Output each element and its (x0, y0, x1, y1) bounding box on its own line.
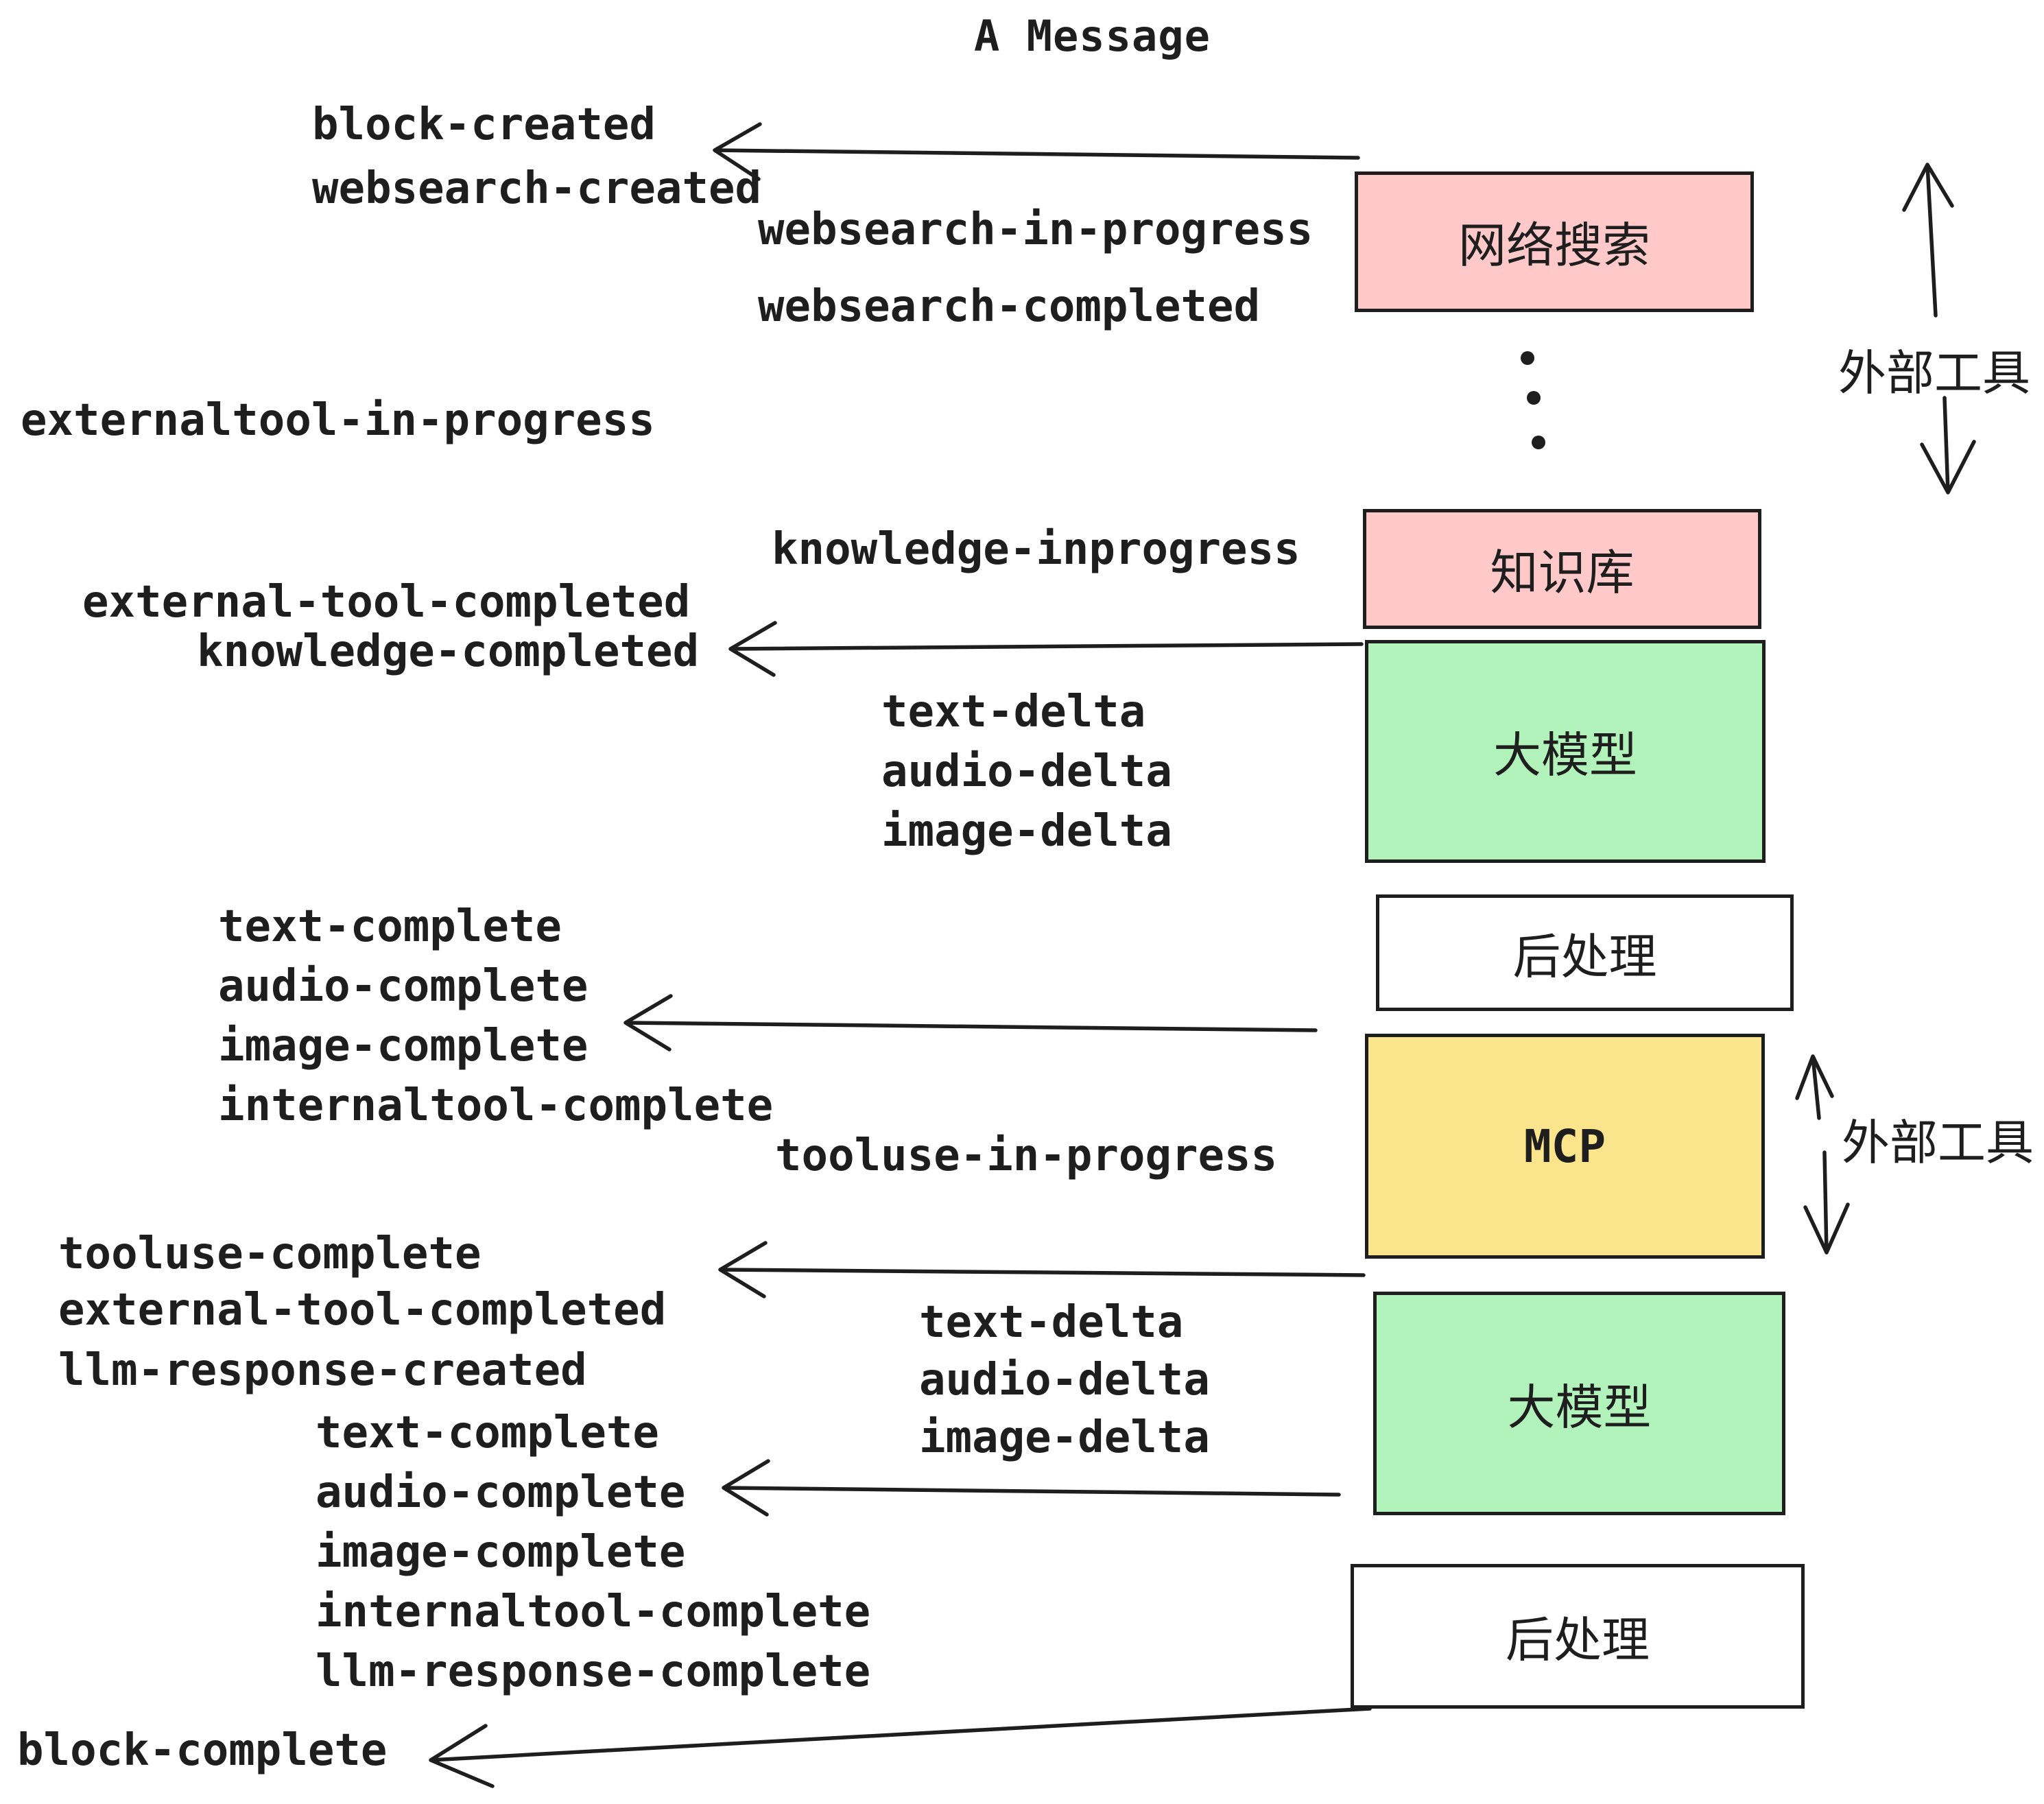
box-knowledge-label: 知识库 (1490, 545, 1635, 601)
box-post-1: 后处理 (1376, 894, 1794, 1011)
event-block-complete: block-complete (17, 1725, 388, 1776)
diagram-title: A Message (974, 11, 1211, 61)
box-llm-1-label: 大模型 (1493, 727, 1637, 783)
event-list-complete-1: text-complete audio-complete image-compl… (218, 897, 773, 1136)
event-text-complete-2: text-complete (316, 1408, 659, 1458)
box-post-2: 后处理 (1351, 1564, 1805, 1709)
event-internaltool-complete: internaltool-complete (218, 1080, 774, 1131)
arrow-to-knowledge-completed (728, 621, 1364, 677)
box-websearch-label: 网络搜索 (1458, 217, 1650, 274)
arrow-to-block-created (713, 122, 1360, 181)
external-tools-down-arrow-1 (1920, 396, 1976, 495)
side-label-external-tools-1: 外部工具 (1838, 345, 2030, 401)
event-internaltool-complete-2: internaltool-complete (316, 1587, 871, 1637)
event-llm-response-complete: llm-response-complete (316, 1646, 871, 1697)
event-audio-complete-2: audio-complete (316, 1467, 686, 1518)
event-image-delta-2: image-delta (919, 1412, 1210, 1463)
event-list-complete-2: text-complete audio-complete image-compl… (316, 1403, 870, 1702)
event-block-created: block-created (312, 99, 656, 150)
box-post-1-label: 后处理 (1512, 928, 1657, 985)
event-websearch-created: websearch-created (312, 163, 762, 214)
event-audio-delta-2: audio-delta (919, 1355, 1210, 1405)
event-websearch-in-progress: websearch-in-progress (758, 204, 1314, 255)
event-knowledge-completed: knowledge-completed (197, 626, 700, 677)
event-image-delta: image-delta (881, 806, 1172, 857)
event-image-complete-2: image-complete (316, 1527, 686, 1578)
event-audio-delta: audio-delta (881, 746, 1172, 797)
event-tooluse-in-progress: tooluse-in-progress (775, 1130, 1278, 1181)
event-text-complete: text-complete (218, 901, 562, 952)
box-llm-2: 大模型 (1373, 1292, 1785, 1515)
event-external-tool-completed-2: external-tool-completed (58, 1285, 667, 1336)
event-list-delta-2: text-delta audio-delta image-delta (919, 1294, 1210, 1467)
event-audio-complete: audio-complete (218, 961, 589, 1012)
box-mcp: MCP (1365, 1034, 1765, 1259)
box-websearch: 网络搜索 (1355, 171, 1754, 312)
event-websearch-completed: websearch-completed (758, 281, 1261, 332)
external-tools-down-arrow-2 (1803, 1150, 1850, 1255)
event-tooluse-complete: tooluse-complete (58, 1229, 482, 1279)
event-external-tool-completed: external-tool-completed (82, 577, 691, 628)
ellipsis-dots-icon (1521, 351, 1545, 449)
box-knowledge: 知识库 (1363, 509, 1761, 629)
arrow-to-tooluse-complete (718, 1241, 1366, 1298)
box-llm-1: 大模型 (1365, 640, 1766, 863)
arrow-to-image-complete (623, 994, 1318, 1052)
event-externaltool-in-progress: externaltool-in-progress (21, 395, 655, 446)
event-list-delta-1: text-delta audio-delta image-delta (881, 683, 1172, 862)
event-text-delta-2: text-delta (919, 1297, 1184, 1348)
side-label-external-tools-2: 外部工具 (1842, 1115, 2034, 1171)
event-image-complete: image-complete (218, 1021, 589, 1071)
box-llm-2-label: 大模型 (1507, 1379, 1652, 1436)
arrow-to-audio-complete (722, 1459, 1341, 1517)
box-mcp-label: MCP (1523, 1119, 1606, 1173)
event-llm-response-created: llm-response-created (58, 1345, 587, 1396)
external-tools-up-arrow-2 (1795, 1054, 1834, 1120)
external-tools-up-arrow-1 (1902, 163, 1954, 318)
arrow-to-block-complete (429, 1707, 1372, 1788)
event-text-delta: text-delta (881, 687, 1146, 737)
event-knowledge-inprogress: knowledge-inprogress (772, 524, 1300, 575)
box-post-2-label: 后处理 (1506, 1612, 1650, 1668)
